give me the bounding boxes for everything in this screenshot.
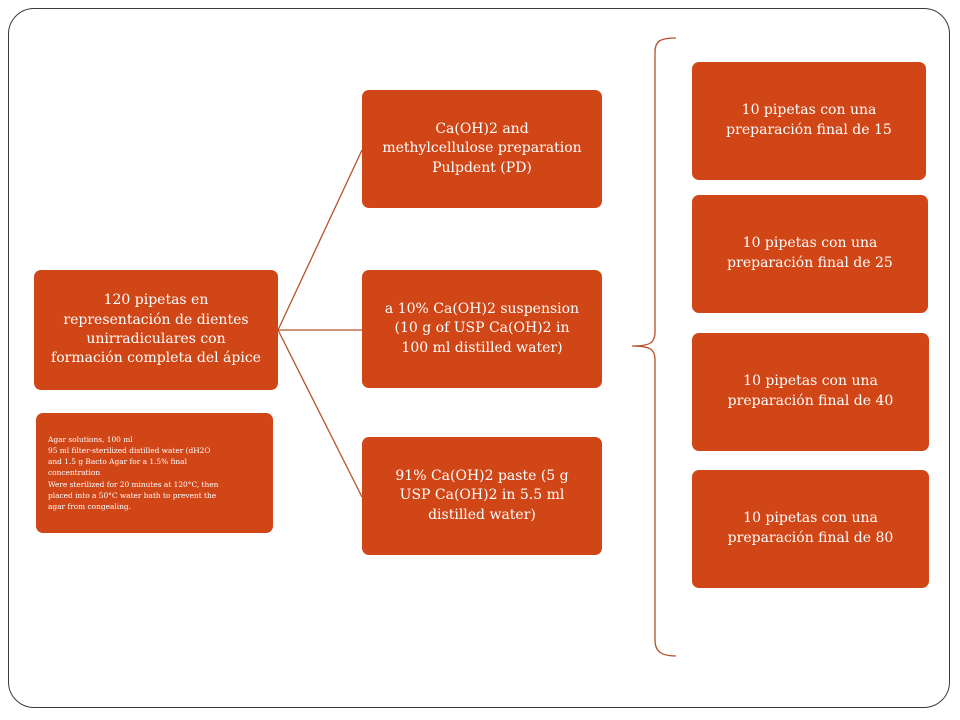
group-line: 10 pipetas con una bbox=[742, 235, 878, 252]
group-box-40: 10 pipetas con una preparación final de … bbox=[692, 333, 929, 451]
branch-line: a 10% Ca(OH)2 suspension bbox=[384, 301, 580, 318]
branch-line: methylcellulose preparation bbox=[382, 140, 582, 157]
group-box-25: 10 pipetas con una preparación final de … bbox=[692, 195, 928, 313]
curly-brace bbox=[631, 37, 677, 657]
group-line: preparación final de 80 bbox=[727, 530, 894, 546]
branch-box-paste: 91% Ca(OH)2 paste (5 g USP Ca(OH)2 in 5.… bbox=[362, 437, 602, 555]
note-line: Agar solutions, 100 ml bbox=[48, 434, 133, 444]
agar-note-box: Agar solutions, 100 ml 95 ml filter-ster… bbox=[36, 413, 273, 533]
branch-box-pulpdent: Ca(OH)2 and methylcellulose preparation … bbox=[362, 90, 602, 208]
note-line: placed into a 50°C water bath to prevent… bbox=[48, 490, 217, 500]
root-line: formación completa del ápice bbox=[51, 350, 261, 367]
connector-root-to-branch-3 bbox=[277, 329, 363, 498]
note-line: agar from congealing. bbox=[48, 502, 131, 512]
connector-root-to-branch-1 bbox=[277, 149, 363, 331]
root-line: 120 pipetas en bbox=[103, 292, 209, 309]
note-line: concentration bbox=[48, 468, 101, 478]
group-line: 10 pipetas con una bbox=[743, 373, 878, 390]
group-box-80: 10 pipetas con una preparación final de … bbox=[692, 470, 929, 588]
branch-line: distilled water) bbox=[428, 506, 536, 523]
branch-line: 91% Ca(OH)2 paste (5 g bbox=[395, 468, 569, 485]
note-line: 95 ml filter-sterilized distilled water … bbox=[48, 445, 211, 455]
root-line: representación de dientes bbox=[63, 311, 249, 328]
branch-line: Ca(OH)2 and bbox=[435, 121, 529, 138]
note-line: Were sterilized for 20 minutes at 120°C,… bbox=[48, 479, 219, 489]
branch-line: (10 g of USP Ca(OH)2 in bbox=[394, 320, 570, 337]
note-line: and 1.5 g Bacto Agar for a 1.5% final bbox=[48, 457, 187, 467]
branch-line: Pulpdent (PD) bbox=[432, 159, 532, 176]
root-box: 120 pipetas en representación de dientes… bbox=[34, 270, 278, 390]
group-line: preparación final de 25 bbox=[727, 255, 893, 271]
branch-line: USP Ca(OH)2 in 5.5 ml bbox=[399, 487, 565, 504]
slide-frame bbox=[8, 8, 950, 708]
branch-box-suspension: a 10% Ca(OH)2 suspension (10 g of USP Ca… bbox=[362, 270, 602, 388]
group-line: preparación final de 40 bbox=[727, 393, 894, 409]
root-line: unirradiculares con bbox=[86, 331, 226, 347]
group-line: preparación final de 15 bbox=[726, 122, 892, 138]
group-line: 10 pipetas con una bbox=[743, 510, 878, 527]
group-box-15: 10 pipetas con una preparación final de … bbox=[692, 62, 926, 180]
group-line: 10 pipetas con una bbox=[741, 102, 877, 119]
branch-line: 100 ml distilled water) bbox=[401, 339, 563, 356]
